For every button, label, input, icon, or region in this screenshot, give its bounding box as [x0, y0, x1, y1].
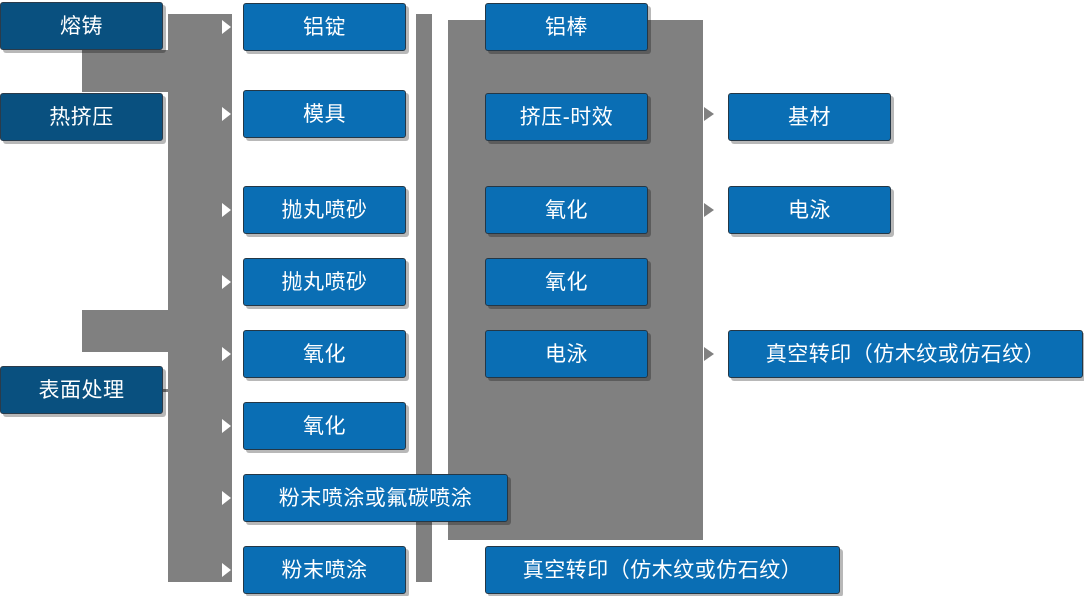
node-input-8[interactable]: 粉末喷涂 [243, 546, 406, 594]
node-input-6[interactable]: 氧化 [243, 402, 406, 450]
arrow-output-3 [704, 347, 714, 361]
node-process-4-label: 氧化 [545, 270, 588, 294]
arrow-branch-8 [222, 563, 231, 577]
node-output-2-label: 电泳 [788, 198, 831, 222]
node-input-7[interactable]: 粉末喷涂或氟碳喷涂 [243, 474, 508, 522]
node-input-4[interactable]: 抛丸喷砂 [243, 258, 406, 306]
node-stage-1[interactable]: 熔铸 [0, 2, 163, 50]
node-output-3[interactable]: 真空转印（仿木纹或仿石纹） [728, 330, 1083, 378]
connector-stage3-band [82, 310, 168, 352]
arrow-branch-2 [222, 107, 231, 121]
node-input-1[interactable]: 铝锭 [243, 3, 406, 51]
rung-1 [432, 26, 452, 29]
node-stage-3[interactable]: 表面处理 [0, 366, 163, 414]
node-input-5-label: 氧化 [303, 342, 346, 366]
node-process-4[interactable]: 氧化 [485, 258, 648, 306]
node-process-3-label: 氧化 [545, 198, 588, 222]
connector-left-bar [168, 14, 232, 582]
node-stage-2-label: 热挤压 [49, 105, 114, 129]
node-stage-3-label: 表面处理 [38, 378, 125, 402]
node-process-1[interactable]: 铝棒 [485, 3, 648, 51]
rung-3 [432, 209, 452, 212]
arrow-branch-5 [222, 347, 231, 361]
node-process-6[interactable]: 真空转印（仿木纹或仿石纹） [485, 546, 840, 594]
node-input-2[interactable]: 模具 [243, 90, 406, 138]
node-process-5-label: 电泳 [545, 342, 588, 366]
node-output-3-label: 真空转印（仿木纹或仿石纹） [765, 342, 1046, 366]
connector-stage1-band [82, 50, 168, 92]
node-input-8-label: 粉末喷涂 [281, 558, 368, 582]
arrow-branch-1 [222, 20, 231, 34]
arrow-branch-4 [222, 275, 231, 289]
node-input-1-label: 铝锭 [303, 15, 346, 39]
node-output-2[interactable]: 电泳 [728, 186, 891, 234]
node-input-3-label: 抛丸喷砂 [281, 198, 368, 222]
node-input-3[interactable]: 抛丸喷砂 [243, 186, 406, 234]
node-process-6-label: 真空转印（仿木纹或仿石纹） [522, 558, 803, 582]
node-input-7-label: 粉末喷涂或氟碳喷涂 [278, 486, 473, 510]
node-input-5[interactable]: 氧化 [243, 330, 406, 378]
node-process-1-label: 铝棒 [545, 15, 588, 39]
node-input-2-label: 模具 [303, 102, 346, 126]
arrow-branch-7 [222, 491, 231, 505]
arrow-output-1 [704, 107, 714, 121]
node-stage-2[interactable]: 热挤压 [0, 93, 163, 141]
node-process-3[interactable]: 氧化 [485, 186, 648, 234]
arrow-output-2 [704, 203, 714, 217]
node-process-5[interactable]: 电泳 [485, 330, 648, 378]
arrow-down-stage3 [66, 334, 80, 343]
node-stage-1-label: 熔铸 [60, 14, 103, 38]
connector-mid-bar [416, 14, 432, 582]
node-process-2-label: 挤压-时效 [519, 105, 614, 129]
rung-5 [432, 353, 452, 356]
arrow-branch-3 [222, 203, 231, 217]
connector-stage3-stem [160, 389, 186, 392]
node-output-1[interactable]: 基材 [728, 93, 891, 141]
arrow-down-stage1 [66, 74, 80, 83]
node-input-4-label: 抛丸喷砂 [281, 270, 368, 294]
rung-4 [432, 281, 452, 284]
node-process-2[interactable]: 挤压-时效 [485, 93, 648, 141]
rung-6 [432, 569, 452, 572]
node-input-6-label: 氧化 [303, 414, 346, 438]
rung-2 [432, 113, 452, 116]
node-output-1-label: 基材 [788, 105, 831, 129]
arrow-branch-6 [222, 419, 231, 433]
